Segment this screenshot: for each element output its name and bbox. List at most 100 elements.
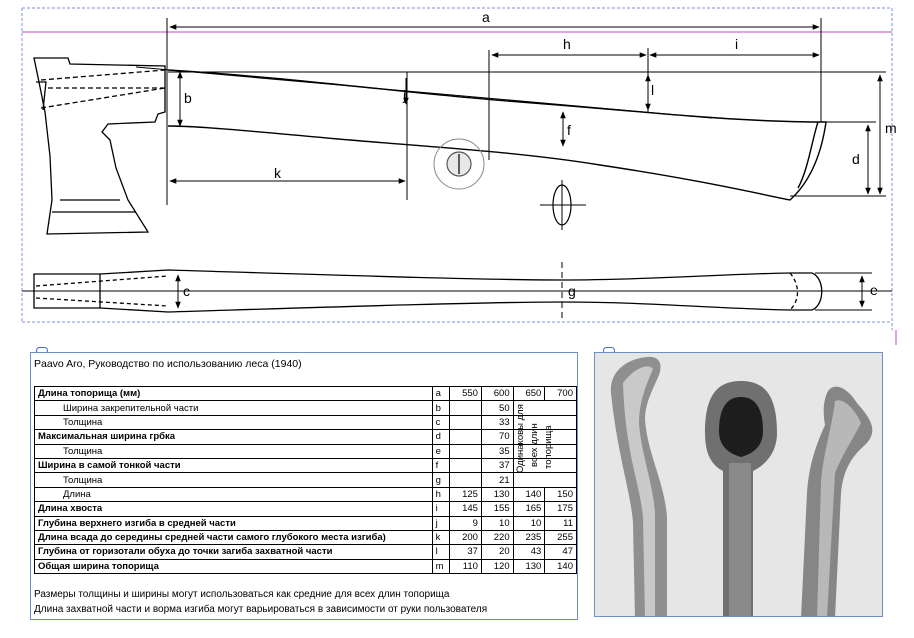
- table-cell-label: Ширина закрепительной части: [34, 400, 433, 416]
- table-cell-label: Длина всада до середины средней части са…: [34, 529, 433, 546]
- table-row: Длина хвоста i 145 155 165 175: [34, 501, 577, 517]
- dim-label-j: j: [402, 87, 406, 103]
- table-row: Глубина от горизотали обуха до точки заг…: [34, 544, 577, 560]
- table-cell-letter: m: [431, 558, 451, 575]
- table-cell-letter: f: [431, 457, 451, 474]
- table-cell-value: 155: [480, 501, 514, 517]
- table-cell-value: 130: [512, 558, 546, 575]
- table-row: Длина h 125 130 140 150: [34, 486, 577, 503]
- table-cell-label: Ширина в самой тонкой части: [34, 457, 433, 474]
- table-cell-value: 70: [480, 429, 514, 445]
- table-cell-label: Толщина: [34, 472, 433, 488]
- same-for-all-lengths-note: Одинаковы для всех длин топорища: [513, 403, 583, 473]
- table-cell-value: 35: [480, 443, 514, 459]
- table-row: Ширина в самой тонкой части f 37: [34, 457, 578, 474]
- table-row: Общая ширина топорища m 110 120 130 140: [34, 558, 577, 575]
- table-header-700: 700: [544, 385, 577, 402]
- table-cell-value: 220: [480, 529, 514, 546]
- note-line: Длина захватной части и ворма изгиба мог…: [34, 604, 488, 615]
- table-cell-value: 50: [480, 400, 514, 416]
- table-row: Максимальная ширина грбка d 70: [34, 429, 578, 445]
- table-cell-value: 110: [449, 558, 482, 575]
- table-cell-value: 120: [480, 558, 514, 575]
- dim-label-d: d: [852, 151, 860, 167]
- dimension-labels: a b c d e f g h i j k l m: [183, 9, 897, 299]
- dimension-lines: [166, 18, 886, 311]
- table-cell-value: 10: [512, 515, 546, 531]
- table-cell-value: 165: [512, 501, 546, 517]
- dim-label-k: k: [274, 165, 282, 181]
- axe-handle-drawing: a b c d e f g h i j k l m: [21, 7, 897, 345]
- table-cell-empty: [449, 472, 482, 488]
- table-cell-label: Длина хвоста: [34, 501, 433, 517]
- table-cell-letter: a: [431, 385, 451, 402]
- table-cell-label: Глубина от горизотали обуха до точки заг…: [34, 544, 433, 560]
- table-row: Толщина e 35: [34, 443, 578, 459]
- dim-label-i: i: [735, 36, 738, 52]
- table-cell-letter: e: [431, 443, 451, 459]
- section-symbols: [433, 138, 586, 230]
- table-cell-label: Максимальная ширина грбка: [34, 429, 433, 445]
- handle-photo-image: [595, 353, 882, 616]
- table-cell-value: 10: [480, 515, 514, 531]
- table-header-row: Длина топорища (мм) a 550 600 650 700: [34, 385, 577, 402]
- table-cell-label: Общая ширина топорища: [34, 558, 433, 575]
- table-header-650: 650: [512, 385, 546, 402]
- dim-label-a: a: [482, 9, 490, 25]
- table-cell-value: 11: [544, 515, 577, 531]
- table-notes: Размеры толщины и ширины могут использов…: [34, 587, 487, 617]
- same-note-line: топорища: [543, 425, 554, 469]
- table-cell-value: 125: [449, 486, 482, 503]
- table-cell-letter: i: [431, 501, 451, 517]
- table-cell-value: 43: [512, 544, 546, 560]
- table-cell-empty: [449, 457, 482, 474]
- handle-top-view: [22, 262, 892, 318]
- table-cell-value: 200: [449, 529, 482, 546]
- table-cell-value: 21: [480, 472, 514, 488]
- table-cell-value: 175: [544, 501, 577, 517]
- table-cell-empty: [449, 400, 482, 416]
- dimension-table-panel: Paavo Aro, Руководство по использованию …: [30, 352, 578, 620]
- handle-side-view: [135, 66, 827, 201]
- table-header-600: 600: [480, 385, 514, 402]
- table-row: Длина всада до середины средней части са…: [34, 529, 577, 546]
- table-cell-value: 47: [544, 544, 577, 560]
- table-cell-value: 37: [480, 457, 514, 474]
- dim-label-m: m: [885, 120, 897, 136]
- table-cell-empty: [449, 414, 482, 431]
- table-cell-letter: k: [431, 529, 451, 546]
- table-cell-value: 9: [449, 515, 482, 531]
- note-line: Размеры толщины и ширины могут использов…: [34, 589, 450, 600]
- table-cell-value: 37: [449, 544, 482, 560]
- table-cell-value: 255: [544, 529, 577, 546]
- table-cell-value: 33: [480, 414, 514, 431]
- table-cell-empty: [449, 429, 482, 445]
- handle-photo: [594, 352, 883, 617]
- table-cell-value: 140: [544, 558, 577, 575]
- dim-label-h: h: [563, 36, 571, 52]
- table-row: Ширина закрепительной части b 50: [34, 400, 578, 416]
- table-cell-letter: b: [431, 400, 451, 416]
- table-row: Толщина g 21: [34, 472, 578, 488]
- dim-label-b: b: [184, 90, 192, 106]
- table-cell-value: 145: [449, 501, 482, 517]
- table-cell-label: Длина: [34, 486, 433, 503]
- dim-label-l: l: [651, 82, 654, 98]
- table-cell-label: Толщина: [34, 443, 433, 459]
- dimension-table: Длина топорища (мм) a 550 600 650 700 Ши…: [34, 385, 578, 575]
- table-row: Глубина верхнего изгиба в средней части …: [34, 515, 577, 531]
- table-cell-letter: j: [431, 515, 451, 531]
- dim-label-f: f: [567, 122, 571, 138]
- dim-label-e: e: [870, 282, 878, 298]
- table-cell-value: 235: [512, 529, 546, 546]
- table-cell-label: Глубина верхнего изгиба в средней части: [34, 515, 433, 531]
- table-cell-letter: c: [431, 414, 451, 431]
- table-cell-label: Толщина: [34, 414, 433, 431]
- dim-label-c: c: [183, 283, 190, 299]
- table-source: Paavo Aro, Руководство по использованию …: [34, 358, 302, 370]
- axe-head: [33, 57, 166, 235]
- table-row: Толщина c 33: [34, 414, 578, 431]
- table-cell-empty: [512, 472, 578, 488]
- table-cell-value: 130: [480, 486, 514, 503]
- table-cell-letter: h: [431, 486, 451, 503]
